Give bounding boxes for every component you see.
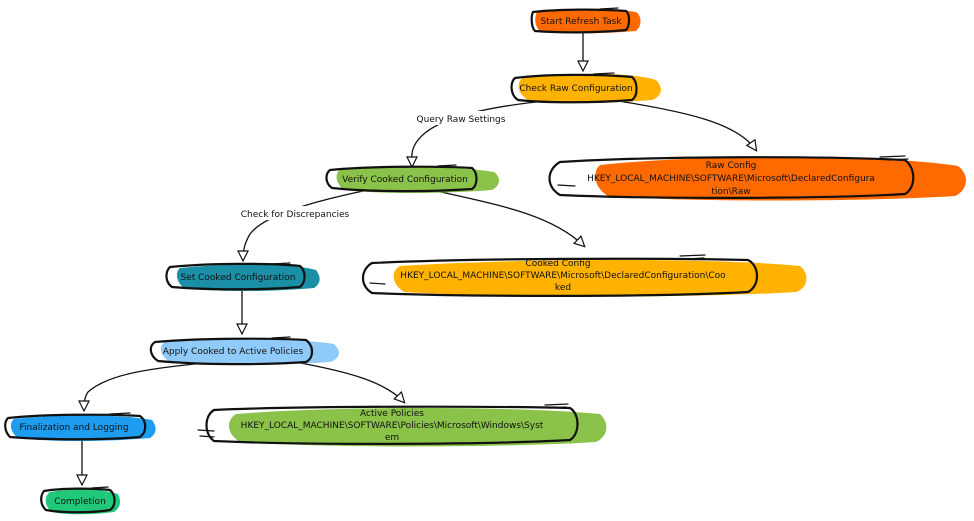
node-fill: [595, 156, 966, 201]
edge-label-bg: [415, 111, 507, 125]
node-label: Set Cooked Configuration: [181, 273, 296, 283]
node-scribble: [109, 412, 131, 415]
node-cooked-config[interactable]: Cooked Config HKEY_LOCAL_MACHINE\SOFTWAR…: [361, 254, 807, 297]
edge-apply-to-active-policies: [294, 361, 404, 402]
node-label: Check Raw Configuration: [519, 84, 632, 94]
node-label-line2: HKEY_LOCAL_MACHINE\SOFTWARE\Policies\Mic…: [241, 421, 544, 431]
node-outline: [40, 487, 116, 514]
node-scribble: [557, 184, 576, 187]
node-finalization-and-logging[interactable]: Finalization and Logging: [4, 412, 156, 441]
node-label-line2: HKEY_LOCAL_MACHINE\SOFTWARE\Microsoft\De…: [400, 271, 726, 281]
node-label-line3: tion\Raw: [711, 187, 750, 197]
edge-check-raw-to-verify-cooked: [412, 99, 556, 166]
node-scribble: [593, 72, 615, 75]
node-label: Finalization and Logging: [19, 423, 128, 433]
node-label-line3: ked: [555, 283, 571, 293]
node-start-refresh-task[interactable]: Start Refresh Task: [530, 7, 641, 34]
node-fill: [535, 8, 641, 34]
node-scribble: [437, 164, 457, 167]
edge-label-query-raw: Query Raw Settings: [417, 115, 506, 125]
node-active-policies[interactable]: Active Policies HKEY_LOCAL_MACHINE\SOFTW…: [197, 403, 607, 447]
node-scribble: [599, 7, 619, 10]
node-outline: [530, 8, 631, 34]
node-outline: [149, 337, 314, 366]
node-scribble: [369, 282, 386, 285]
edge-labels: Query Raw Settings Check for Discrepanci…: [240, 111, 507, 220]
node-fill: [176, 264, 320, 291]
node-label: Start Refresh Task: [540, 17, 622, 27]
node-label: Completion: [54, 497, 106, 507]
edge-verify-to-cooked-config: [431, 189, 584, 246]
node-fill: [10, 415, 156, 441]
node-label: Apply Cooked to Active Policies: [163, 347, 304, 357]
node-label-line1: Cooked Config: [525, 259, 590, 269]
node-raw-config[interactable]: Raw Config HKEY_LOCAL_MACHINE\SOFTWARE\M…: [548, 155, 966, 201]
node-outline: [548, 156, 915, 199]
node-apply-cooked-to-active-policies[interactable]: Apply Cooked to Active Policies: [149, 336, 339, 366]
node-label-line2: HKEY_LOCAL_MACHINE\SOFTWARE\Microsoft\De…: [587, 174, 875, 184]
node-outline: [325, 165, 478, 193]
node-scribble: [879, 155, 909, 161]
node-set-cooked-configuration[interactable]: Set Cooked Configuration: [165, 262, 320, 291]
node-outline: [165, 262, 306, 291]
edge-label-bg: [240, 206, 352, 220]
node-fill: [336, 167, 500, 193]
edge-label-check-discrepancies: Check for Discrepancies: [241, 210, 350, 220]
node-fill: [228, 408, 607, 447]
node-outline: [361, 257, 759, 297]
node-outline: [4, 413, 147, 441]
node-scribble: [197, 429, 215, 438]
node-verify-cooked-configuration[interactable]: Verify Cooked Configuration: [325, 164, 500, 193]
node-outline: [205, 405, 579, 445]
edge-verify-to-set-cooked: [243, 189, 369, 260]
node-outline: [510, 73, 638, 104]
node-fill: [45, 489, 121, 515]
node-label-line3: em: [385, 433, 399, 443]
node-label-line1: Active Policies: [360, 409, 424, 419]
edges: [82, 32, 756, 484]
node-scribble: [679, 254, 706, 260]
edge-check-raw-to-raw-config: [611, 99, 756, 150]
edge-apply-to-finalization: [84, 361, 216, 410]
node-fill: [518, 73, 661, 103]
node-fill: [393, 260, 807, 297]
node-scribble: [91, 486, 109, 489]
node-fill: [160, 339, 339, 365]
node-check-raw-configuration[interactable]: Check Raw Configuration: [510, 72, 661, 104]
node-scribble: [271, 336, 291, 339]
node-scribble: [544, 403, 569, 409]
node-label-line1: Raw Config: [706, 161, 757, 171]
node-scribble: [271, 262, 291, 265]
node-label: Verify Cooked Configuration: [342, 175, 468, 185]
node-completion[interactable]: Completion: [40, 486, 121, 515]
